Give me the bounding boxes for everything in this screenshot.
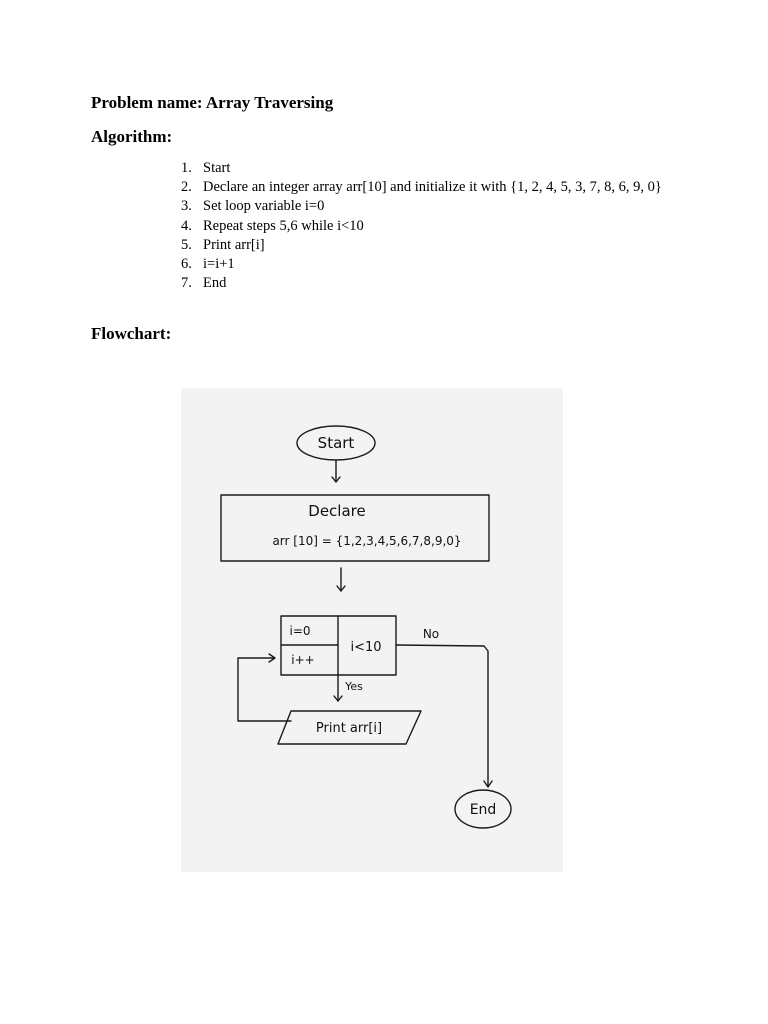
loop-init-label: i=0 xyxy=(289,624,310,638)
declare-value: arr [10] = {1,2,3,4,5,6,7,8,9,0} xyxy=(272,534,461,548)
print-label: Print arr[i] xyxy=(316,721,382,736)
flowchart-image: Start Declare arr [10] = {1,2,3,4,5,6,7,… xyxy=(181,388,563,872)
loop-increment-label: i++ xyxy=(291,653,314,667)
algorithm-step: 1.Start xyxy=(181,160,231,176)
algorithm-step: 3.Set loop variable i=0 xyxy=(181,198,325,215)
flowchart-heading: Flowchart: xyxy=(91,324,172,343)
arrowhead xyxy=(331,476,341,483)
arrowhead xyxy=(483,780,493,788)
algorithm-step: 7.End xyxy=(181,275,227,292)
loop-condition-label: i<10 xyxy=(350,640,381,655)
print-io-box xyxy=(277,710,422,745)
algorithm-step: 2.Declare an integer array arr[10] and i… xyxy=(181,179,662,196)
arrow-loop-back xyxy=(237,657,292,722)
start-terminal xyxy=(296,425,376,461)
arrowhead xyxy=(336,585,346,592)
algorithm-heading: Algorithm: xyxy=(91,127,173,146)
declare-box xyxy=(220,494,490,562)
no-label: No xyxy=(423,627,439,641)
end-terminal xyxy=(454,789,512,829)
arrow-no-end xyxy=(395,644,489,787)
algorithm-step: 4.Repeat steps 5,6 while i<10 xyxy=(181,217,364,234)
algorithm-steps: 1.Start 2.Declare an integer array arr[1… xyxy=(178,159,668,293)
yes-label: Yes xyxy=(344,680,363,693)
algorithm-step: 6.i=i+1 xyxy=(181,256,235,273)
arrowhead xyxy=(333,695,343,702)
declare-label: Declare xyxy=(308,502,365,520)
problem-title: Problem name: Array Traversing xyxy=(91,93,334,112)
arrowhead xyxy=(268,653,276,663)
algorithm-step: 5.Print arr[i] xyxy=(181,236,265,253)
start-label: Start xyxy=(318,434,355,452)
flowchart-diagram: Start Declare arr [10] = {1,2,3,4,5,6,7,… xyxy=(220,425,512,829)
end-label: End xyxy=(470,802,497,818)
